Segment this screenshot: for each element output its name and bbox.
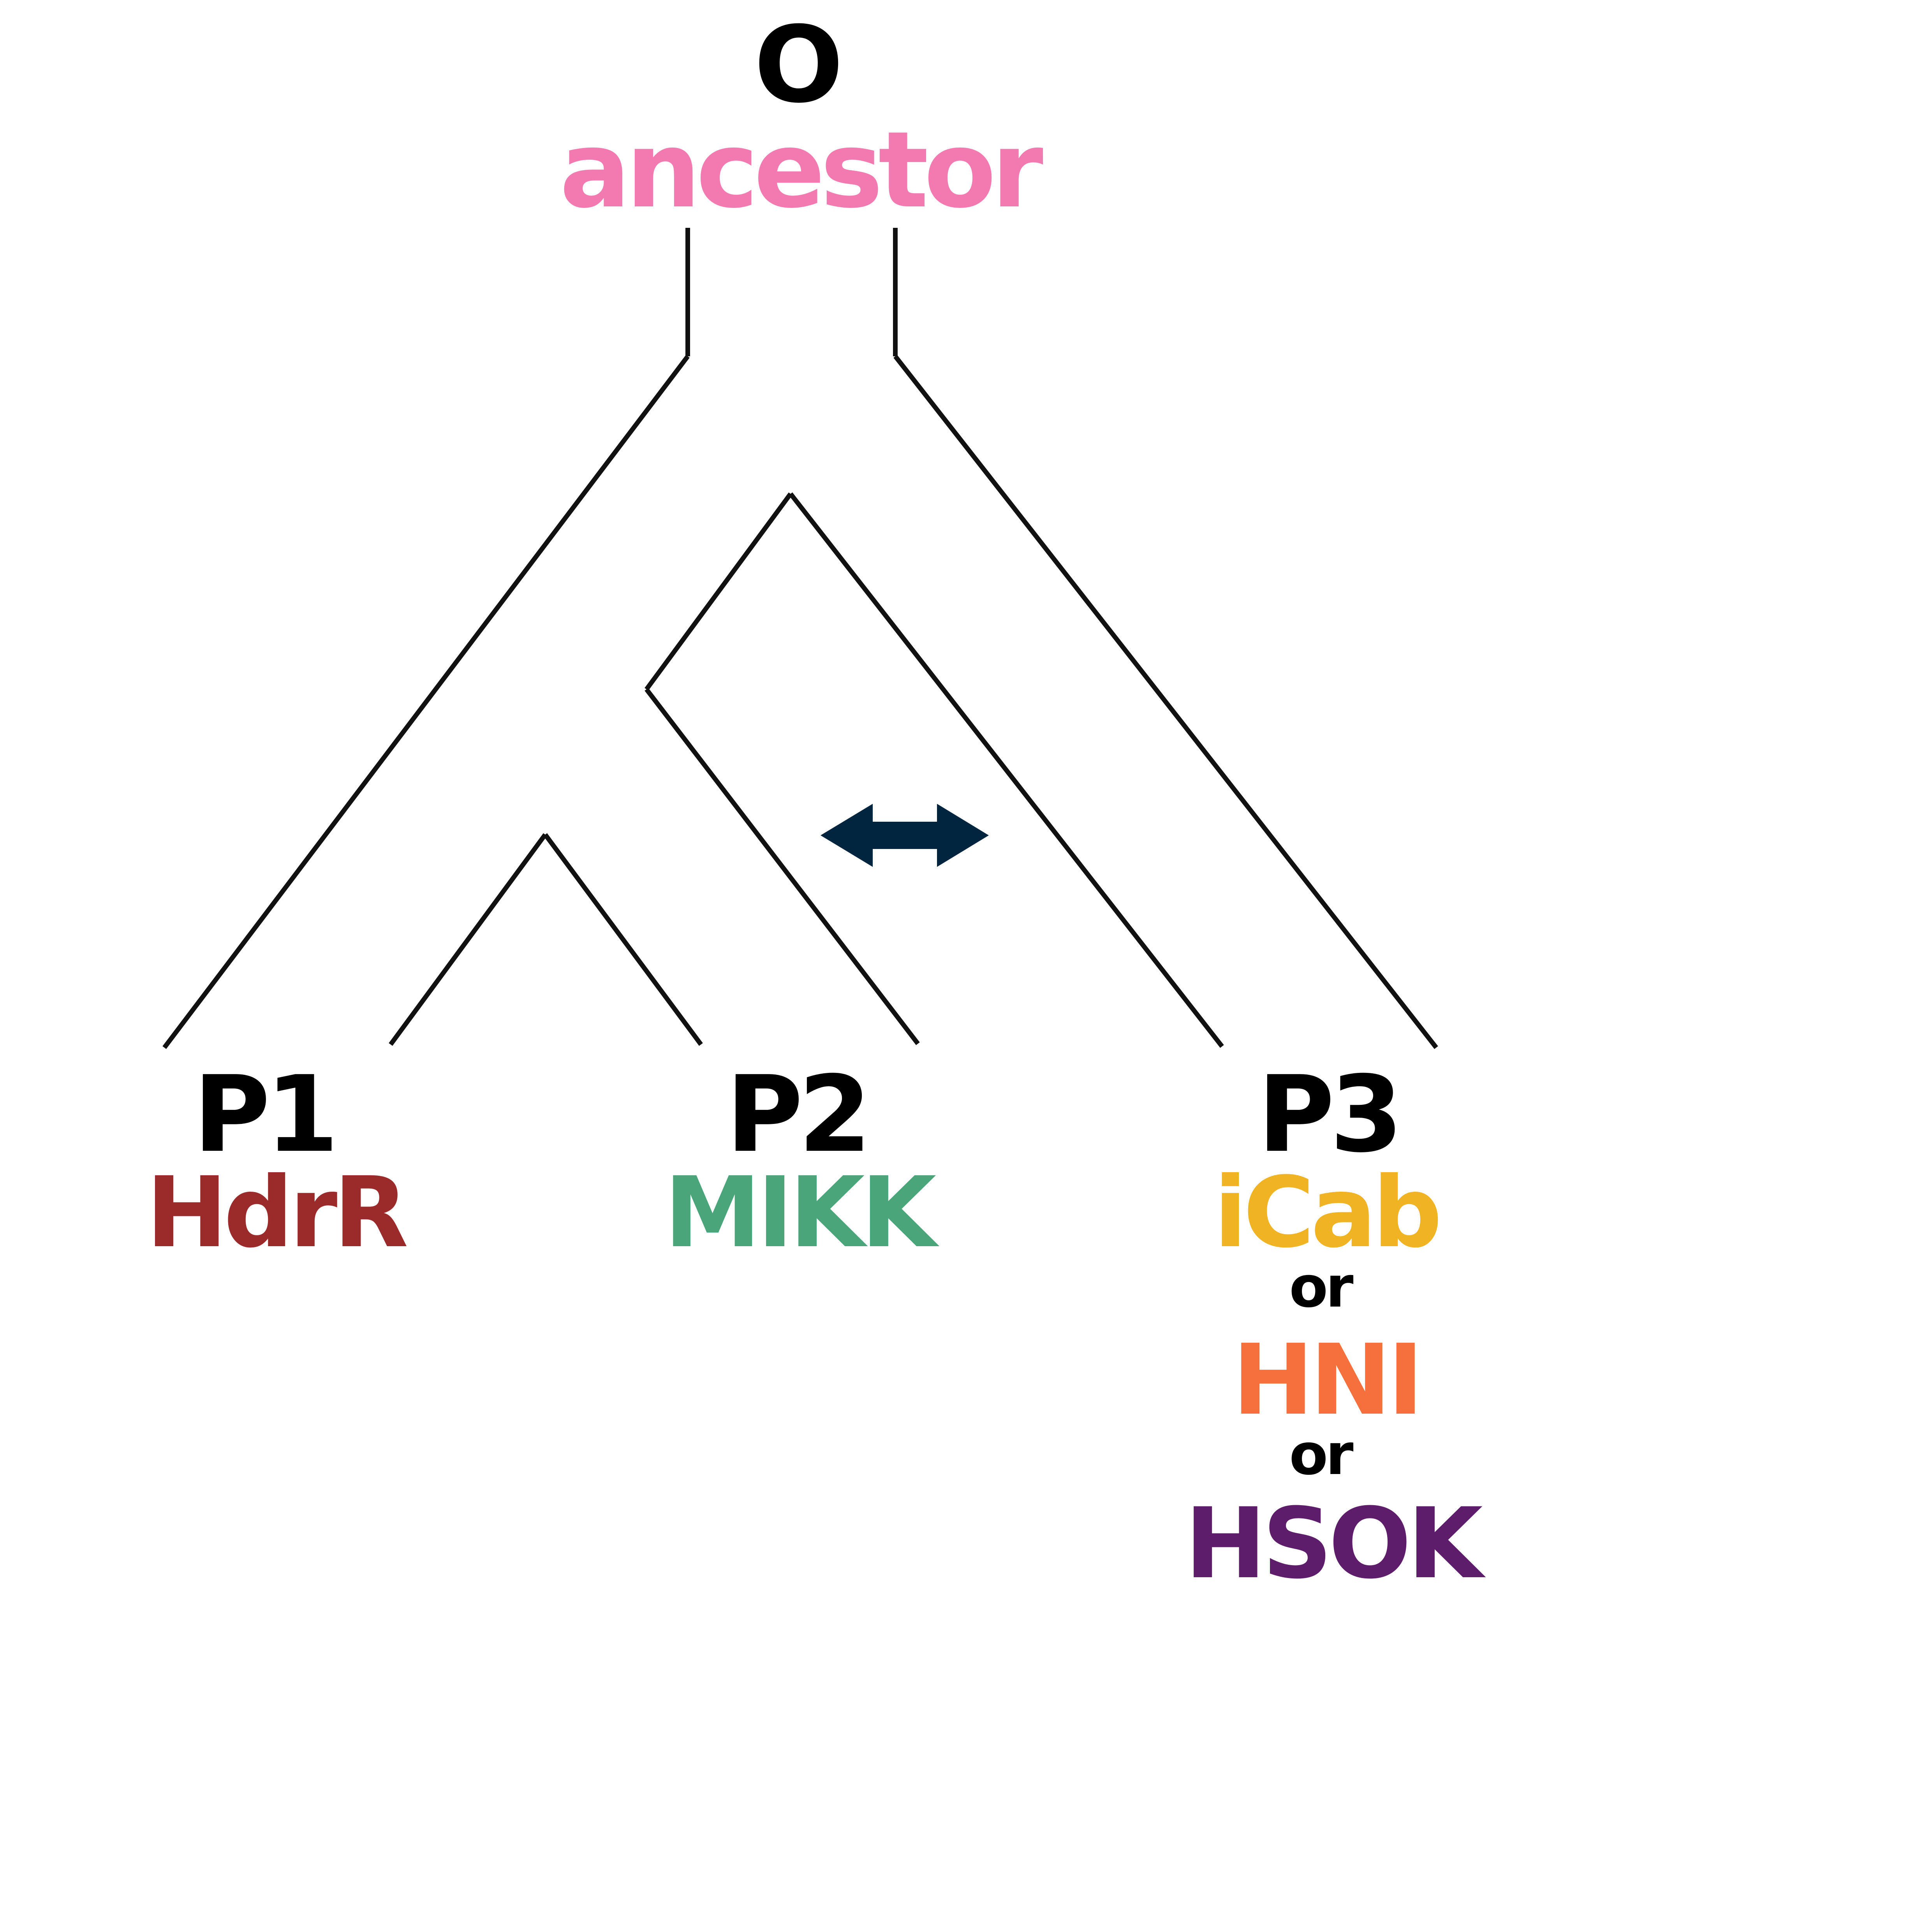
p3-or-separator-1: or [1289, 1254, 1354, 1320]
p3-strain-icab: iCab [1214, 1156, 1439, 1269]
p2-strain-mikk: MIKK [664, 1156, 940, 1269]
branch-to-p3 [893, 355, 1438, 1049]
branch-to-p2 [645, 688, 920, 1045]
outgroup-name-label: ancestor [560, 109, 1044, 231]
p3-strain-hsok: HSOK [1185, 1487, 1486, 1600]
branch-inner-right [789, 492, 1224, 1048]
branch-small-left [389, 833, 547, 1046]
p3-or-separator-2: or [1289, 1422, 1354, 1488]
branch-to-p1 [162, 355, 690, 1049]
p1-strain-hdrr: HdrR [146, 1156, 407, 1269]
branch-inner-left [645, 492, 793, 691]
p1-code-label: P1 [193, 1053, 334, 1176]
gene-flow-double-arrow-icon [821, 804, 989, 867]
branch-small-right [543, 833, 703, 1046]
p3-code-label: P3 [1257, 1053, 1398, 1176]
p3-strain-hni: HNI [1232, 1323, 1420, 1437]
tree-branches [162, 228, 1438, 1049]
p2-code-label: P2 [726, 1053, 867, 1176]
outgroup-code-label: O [754, 4, 839, 126]
